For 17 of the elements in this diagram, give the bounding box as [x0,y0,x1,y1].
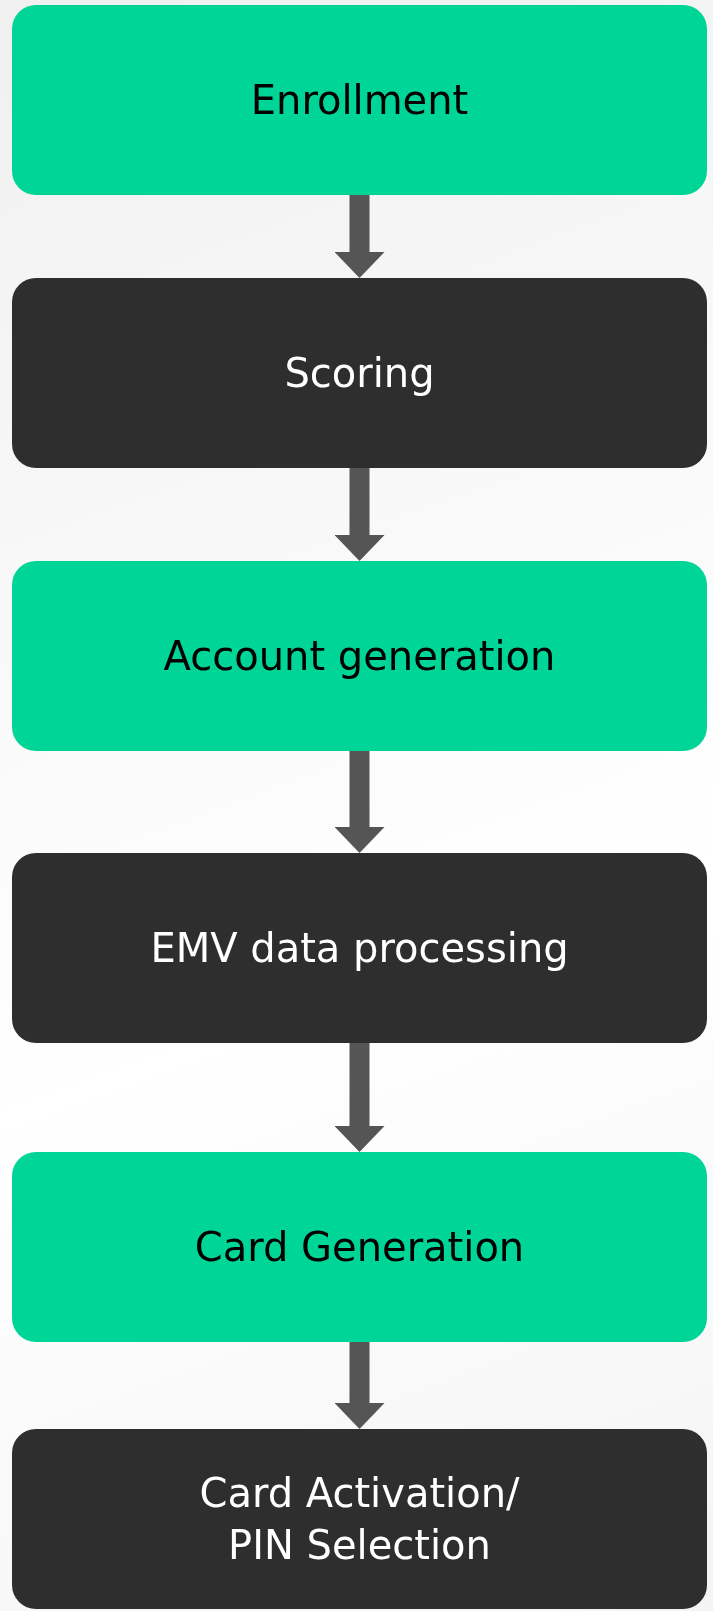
step-label: Card Generation [194,1223,525,1272]
step-label: Card Activation/ PIN Selection [198,1469,521,1570]
arrow [334,1342,385,1429]
arrow [334,468,385,561]
arrow [334,751,385,853]
step-label: EMV data processing [150,924,569,973]
process-box [12,853,707,1043]
step-label: Enrollment [250,76,469,125]
step-label: Account generation [163,632,556,681]
process-box [12,5,707,195]
arrow [334,1043,385,1152]
process-box [12,278,707,468]
process-box [12,1429,707,1609]
process-box [12,1152,707,1342]
arrow [334,195,385,278]
process-box [12,561,707,751]
step-label: Scoring [284,349,435,398]
